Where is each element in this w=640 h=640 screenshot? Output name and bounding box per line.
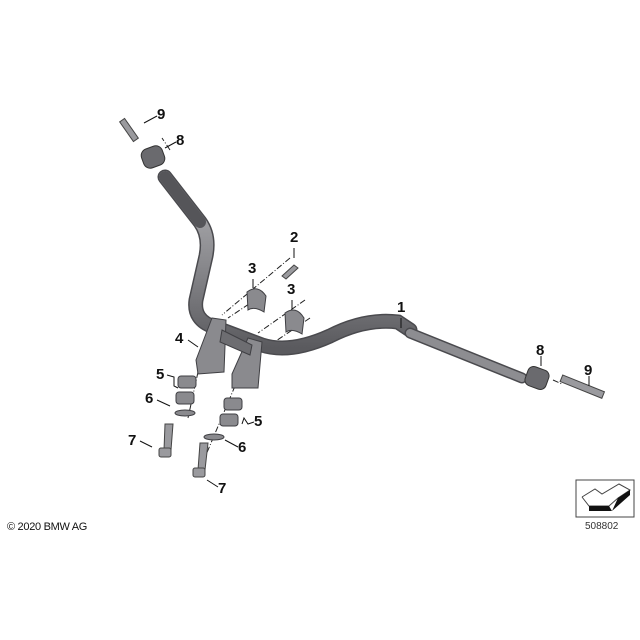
callout-7[interactable]: 7 [218,480,227,497]
bolts-part-7 [158,423,209,478]
callout-8[interactable]: 8 [536,342,545,359]
callout-3[interactable]: 3 [287,281,296,298]
callout-2[interactable]: 2 [290,229,299,246]
bushings-part-5 [175,375,243,427]
copyright-notice: © 2020 BMW AG [7,521,88,533]
view-direction-arrow-icon [575,479,635,518]
clamp-half-part-3b [284,309,305,335]
leader-lines [139,115,590,488]
callout-6[interactable]: 6 [238,439,247,456]
diagram-number: 508802 [585,521,619,532]
callout-7[interactable]: 7 [128,432,137,449]
clamp-half-part-3a [246,288,267,313]
bolt-part-9-left [118,117,140,143]
washer-part-6a [174,409,196,417]
callout-3[interactable]: 3 [248,260,257,277]
assembly-lines [161,137,563,463]
clamp-bracket-part-4 [195,317,263,389]
callout-9[interactable]: 9 [584,362,593,379]
callout-1[interactable]: 1 [397,299,406,316]
callout-9[interactable]: 9 [157,106,166,123]
callout-4[interactable]: 4 [175,330,184,347]
callout-5[interactable]: 5 [156,366,165,383]
callout-5[interactable]: 5 [254,413,263,430]
bolt-part-9-right [559,374,606,399]
bar-end-part-8-left [140,145,166,169]
screw-part-2 [281,264,299,280]
washer-part-6b [203,433,225,441]
callout-6[interactable]: 6 [145,390,154,407]
callout-8[interactable]: 8 [176,132,185,149]
bar-end-part-8-right [524,366,550,390]
